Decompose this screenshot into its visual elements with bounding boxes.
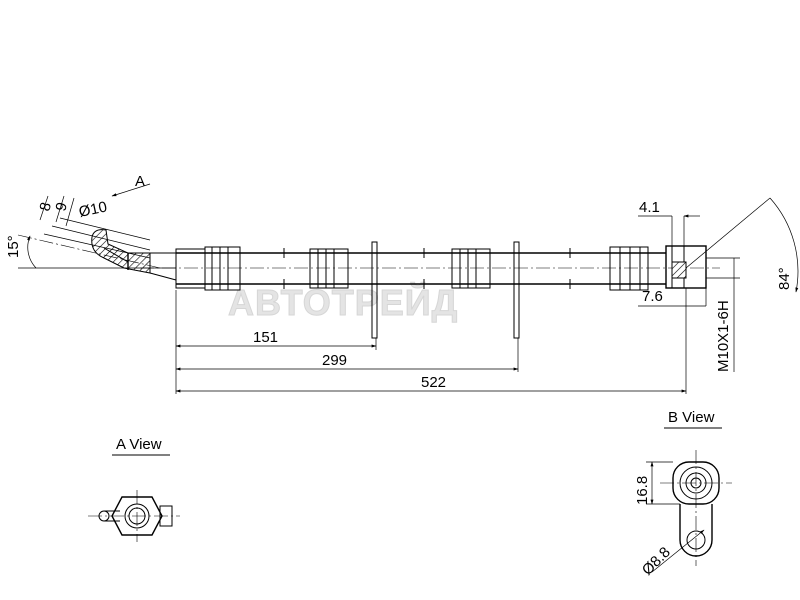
b-view: B View 16.8 Ø8.8 [634,409,732,579]
angle-15-label: 15° [5,235,22,258]
b-height-label: 16.8 [634,476,651,505]
dia-10-label: Ø10 [77,198,108,221]
angle-84-label: 84° [776,267,793,290]
a-view-title: A View [116,436,162,453]
right-fitting: 84° 4.1 7.6 M10X1-6H [609,197,799,372]
b-hole-label: Ø8.8 [639,544,674,579]
left-fitting: 15° 8 9 Ø10 A [5,173,177,281]
len-151-label: 151 [253,329,278,346]
len-522-label: 522 [421,374,446,391]
fit-7-6-label: 7.6 [642,288,663,305]
view-a-marker: A [135,173,145,190]
a-view: A View [88,436,180,542]
hose-body [140,241,720,339]
thread-label: M10X1-6H [715,300,732,372]
fit-4-1-label: 4.1 [639,199,660,216]
len-299-label: 299 [322,352,347,369]
b-view-title: B View [668,409,715,426]
length-dimensions: 151 299 522 [175,290,687,394]
